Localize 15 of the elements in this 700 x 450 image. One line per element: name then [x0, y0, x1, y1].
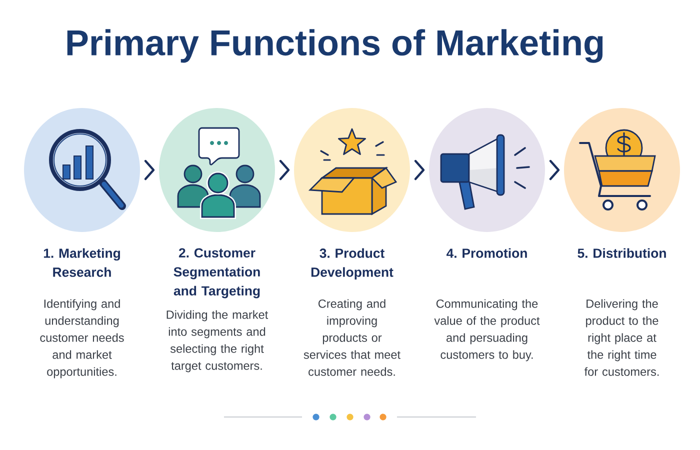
step-heading: 3. Product Development	[311, 248, 394, 280]
title: Primary Functions of Marketing	[67, 29, 603, 63]
step-description: Dividing the market into segments and selecting the right target customers.	[166, 310, 268, 372]
step-description: Delivering the product to the right place at the right time for customers.	[584, 299, 659, 376]
chevron-arrow	[414, 160, 425, 180]
chevron-arrow	[549, 160, 560, 180]
step-heading: 4. Promotion	[446, 248, 527, 258]
chevron-arrow	[144, 160, 155, 180]
step-description: Identifying and understanding customer needs and market opportunities.	[40, 299, 124, 378]
step-description: Communicating the value of the product and persuading customers to buy.	[434, 299, 540, 362]
step-heading: 1. Marketing Research	[44, 248, 120, 277]
chevron-arrow	[279, 160, 290, 180]
step-description: Creating and improving products or services that meet customer needs.	[304, 299, 400, 376]
step-heading: 2. Customer Segmentation and Targeting	[174, 248, 260, 298]
step-heading: 5. Distribution	[578, 248, 666, 258]
